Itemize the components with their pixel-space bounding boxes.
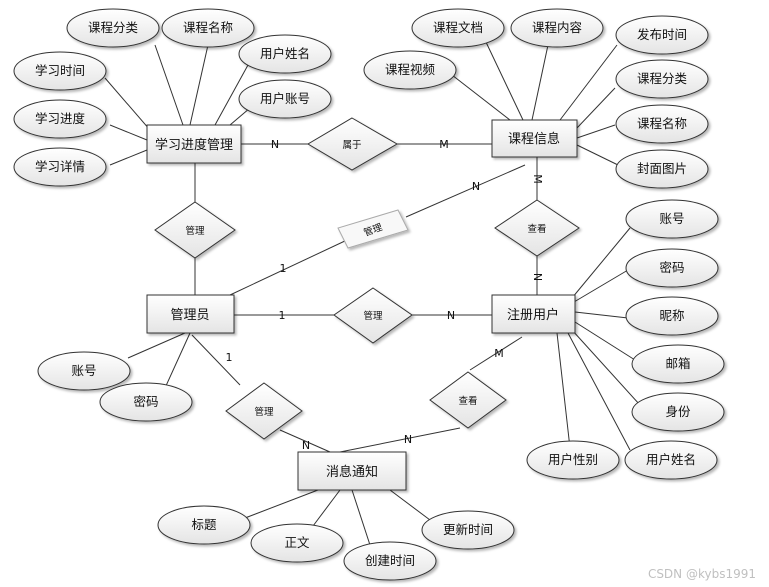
svg-text:课程名称: 课程名称 [637,116,687,131]
svg-text:更新时间: 更新时间 [443,522,493,537]
attribute-study-time: 学习时间 [13,51,107,91]
attribute-course-video: 课程视频 [363,50,457,90]
cardinality-view-course-course: M [531,174,544,184]
cardinality-belongs-progress: N [271,138,279,151]
attribute-notice-title: 标题 [157,505,251,545]
attribute-admin-account: 账号 [37,351,131,391]
attribute-study-progress: 学习进度 [13,99,107,139]
attribute-user-gender: 用户性别 [526,440,620,480]
svg-text:密码: 密码 [659,260,684,275]
cardinality-admin-notice-admin: 1 [226,351,233,364]
svg-text:昵称: 昵称 [659,308,684,323]
svg-text:学习进度管理: 学习进度管理 [155,137,233,153]
cardinality-view-notice-notice: N [404,433,412,446]
attribute-user-realname: 用户姓名 [624,440,718,480]
svg-text:课程文档: 课程文档 [433,20,483,35]
svg-text:用户账号: 用户账号 [260,91,310,106]
svg-text:管理员: 管理员 [170,308,209,323]
svg-text:账号: 账号 [659,211,684,226]
cardinality-course-admin-admin: 1 [280,262,287,275]
attribute-course-document: 课程文档 [411,8,505,48]
svg-text:课程视频: 课程视频 [385,62,436,77]
relationship-admin-notice: 管理 [225,382,303,440]
svg-text:课程分类: 课程分类 [88,20,139,35]
svg-text:正文: 正文 [284,535,310,550]
svg-text:查看: 查看 [527,223,546,235]
attribute-user-nickname: 昵称 [625,296,719,336]
attribute-study-detail: 学习详情 [13,147,107,187]
relationship-view-notice: 查看 [429,371,507,429]
attribute-notice-created: 创建时间 [343,541,437,581]
attribute-user-password: 密码 [625,248,719,288]
svg-text:学习详情: 学习详情 [35,159,85,174]
svg-text:学习进度: 学习进度 [35,111,86,126]
svg-text:课程名称: 课程名称 [183,20,233,35]
svg-text:学习时间: 学习时间 [35,63,85,78]
attribute-notice-body: 正文 [250,523,344,563]
relationship-progress-admin: 管理 [154,201,236,259]
svg-text:用户姓名: 用户姓名 [646,452,696,467]
svg-text:管理: 管理 [254,406,274,418]
entity-registered-user: 注册用户 [491,294,576,334]
relationship-belongs: 属于 [307,117,398,171]
svg-text:用户性别: 用户性别 [548,452,598,467]
connector-lines [104,39,641,546]
attribute-course-category: 课程分类 [66,8,160,48]
svg-text:创建时间: 创建时间 [365,553,415,568]
svg-text:管理: 管理 [185,225,205,237]
relationship-course-admin: 管理 [337,209,409,249]
cardinality-view-notice-user: M [494,347,504,360]
attribute-publish-time: 发布时间 [615,15,709,55]
attribute-course-category-2: 课程分类 [615,59,709,99]
cardinality-admin-user-admin: 1 [279,309,286,322]
cardinality-course-admin-course: N [472,180,480,193]
svg-text:查看: 查看 [458,395,477,407]
svg-text:课程内容: 课程内容 [532,20,582,35]
svg-text:邮箱: 邮箱 [665,356,690,371]
entity-study-progress: 学习进度管理 [146,124,242,164]
attribute-notice-updated: 更新时间 [421,510,515,550]
attribute-course-name-2: 课程名称 [615,104,709,144]
attribute-cover-image: 封面图片 [615,149,709,189]
svg-text:属于: 属于 [342,140,361,151]
svg-text:发布时间: 发布时间 [637,27,687,42]
svg-text:密码: 密码 [133,394,158,409]
entity-course-info: 课程信息 [491,119,578,158]
cardinality-admin-notice-notice: N [302,439,310,452]
attribute-user-email: 邮箱 [631,344,725,384]
svg-text:消息通知: 消息通知 [326,464,378,480]
svg-text:封面图片: 封面图片 [637,161,687,176]
attribute-course-name: 课程名称 [161,8,255,48]
cardinality-labels: N M 1 N M N 1 N 1 N M N [226,138,545,452]
svg-text:用户姓名: 用户姓名 [260,46,310,61]
cardinality-belongs-course: M [439,138,449,151]
entity-admin: 管理员 [146,294,235,334]
svg-text:管理: 管理 [363,310,383,322]
attribute-user-account: 用户账号 [238,79,332,119]
attribute-user-role: 身份 [631,392,725,432]
watermark: CSDN @kybs1991 [648,567,756,581]
entity-notice: 消息通知 [297,451,407,491]
svg-text:账号: 账号 [71,363,96,378]
relationship-admin-user: 管理 [333,287,413,344]
svg-text:身份: 身份 [665,404,691,419]
cardinality-admin-user-user: N [447,309,455,322]
attribute-admin-password: 密码 [99,382,193,422]
svg-text:注册用户: 注册用户 [507,307,559,323]
attribute-user-account-2: 账号 [625,199,719,239]
svg-text:课程分类: 课程分类 [637,71,688,86]
attribute-user-name: 用户姓名 [238,34,332,74]
svg-text:标题: 标题 [191,517,217,532]
attribute-course-content: 课程内容 [510,8,604,48]
cardinality-view-course-user: N [531,273,544,281]
relationship-view-course: 查看 [494,199,580,257]
svg-text:课程信息: 课程信息 [508,131,560,147]
